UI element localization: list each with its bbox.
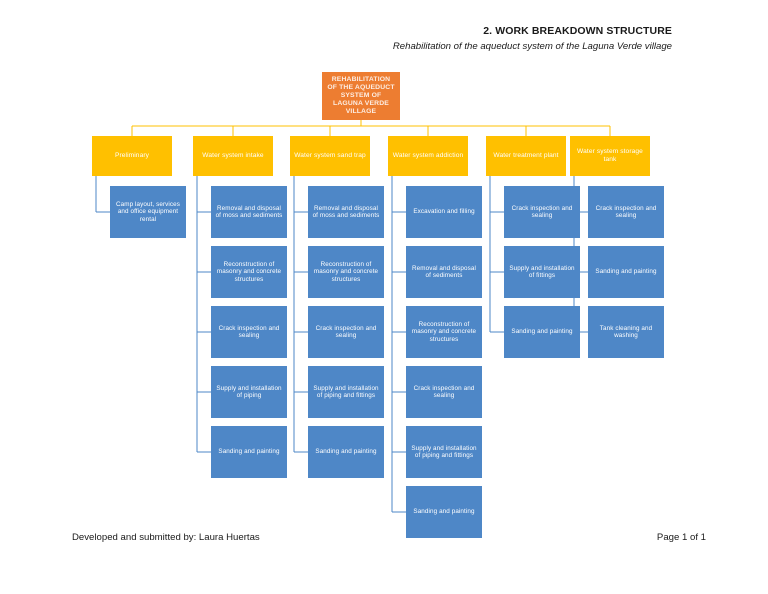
- wbs-level2-node-water-system-storage-tank-crack-inspection-and-sealing-label: Crack inspection and sealing: [595, 204, 657, 219]
- wbs-level1-node-water-system-sand-trap-label: Water system sand trap: [294, 152, 366, 160]
- wbs-level1-node-water-treatment-plant[interactable]: Water treatment plant: [486, 136, 566, 176]
- wbs-level2-node-preliminary-camp-layout-services-and-office-equipment--label: Camp layout, services and office equipme…: [115, 200, 181, 223]
- wbs-level2-node-water-system-addiction-reconstruction-of-masonry-and-concrete-str[interactable]: Reconstruction of masonry and concrete s…: [406, 306, 482, 358]
- wbs-level1-node-preliminary[interactable]: Preliminary: [92, 136, 172, 176]
- wbs-level2-node-water-system-sand-trap-sanding-and-painting[interactable]: Sanding and painting: [308, 426, 384, 478]
- wbs-level2-node-water-system-intake-supply-and-installation-of-piping-label: Supply and installation of piping: [216, 384, 282, 399]
- wbs-level2-node-water-system-addiction-excavation-and-filling[interactable]: Excavation and filling: [406, 186, 482, 238]
- wbs-level2-node-water-system-storage-tank-sanding-and-painting[interactable]: Sanding and painting: [588, 246, 664, 298]
- wbs-level2-node-water-system-intake-removal-and-disposal-of-moss-and-sediments[interactable]: Removal and disposal of moss and sedimen…: [211, 186, 287, 238]
- wbs-level2-node-water-system-addiction-reconstruction-of-masonry-and-concrete-str-label: Reconstruction of masonry and concrete s…: [411, 320, 477, 343]
- page-subtitle: Rehabilitation of the aqueduct system of…: [392, 41, 672, 52]
- wbs-level2-node-water-system-intake-sanding-and-painting-label: Sanding and painting: [218, 448, 280, 456]
- wbs-level2-node-water-system-intake-removal-and-disposal-of-moss-and-sediments-label: Removal and disposal of moss and sedimen…: [215, 204, 283, 219]
- wbs-level1-node-water-system-storage-tank-label: Water system storage tank: [577, 148, 643, 163]
- wbs-level2-node-water-system-addiction-sanding-and-painting[interactable]: Sanding and painting: [406, 486, 482, 538]
- wbs-level2-node-water-system-addiction-supply-and-installation-of-piping-and-fitt-label: Supply and installation of piping and fi…: [411, 444, 477, 459]
- wbs-level2-node-water-system-addiction-supply-and-installation-of-piping-and-fitt[interactable]: Supply and installation of piping and fi…: [406, 426, 482, 478]
- wbs-level2-node-water-system-sand-trap-supply-and-installation-of-piping-and-fitt[interactable]: Supply and installation of piping and fi…: [308, 366, 384, 418]
- wbs-level2-node-water-system-addiction-crack-inspection-and-sealing[interactable]: Crack inspection and sealing: [406, 366, 482, 418]
- wbs-level1-node-water-system-addiction[interactable]: Water system addiction: [388, 136, 468, 176]
- wbs-level2-node-water-system-addiction-sanding-and-painting-label: Sanding and painting: [413, 508, 475, 516]
- wbs-level2-node-water-treatment-plant-supply-and-installation-of-fittings-label: Supply and installation of fittings: [509, 264, 575, 279]
- wbs-level1-node-water-system-storage-tank[interactable]: Water system storage tank: [570, 136, 650, 176]
- wbs-level2-node-water-system-sand-trap-reconstruction-of-masonry-and-concrete-str-label: Reconstruction of masonry and concrete s…: [313, 260, 379, 283]
- wbs-root-node-label: REHABILITATION OF THE AQUEDUCT SYSTEM OF…: [327, 75, 395, 116]
- wbs-level2-node-water-system-sand-trap-supply-and-installation-of-piping-and-fitt-label: Supply and installation of piping and fi…: [313, 384, 379, 399]
- wbs-root-node[interactable]: REHABILITATION OF THE AQUEDUCT SYSTEM OF…: [322, 72, 400, 120]
- wbs-level2-node-water-system-storage-tank-tank-cleaning-and-washing-label: Tank cleaning and washing: [599, 324, 653, 339]
- wbs-level2-node-water-system-intake-crack-inspection-and-sealing[interactable]: Crack inspection and sealing: [211, 306, 287, 358]
- wbs-level2-node-water-treatment-plant-supply-and-installation-of-fittings[interactable]: Supply and installation of fittings: [504, 246, 580, 298]
- wbs-level2-node-water-system-intake-sanding-and-painting[interactable]: Sanding and painting: [211, 426, 287, 478]
- document-header: 2. WORK BREAKDOWN STRUCTURE Rehabilitati…: [0, 24, 672, 54]
- wbs-level2-node-water-system-sand-trap-sanding-and-painting-label: Sanding and painting: [315, 448, 377, 456]
- wbs-level2-node-water-system-intake-supply-and-installation-of-piping[interactable]: Supply and installation of piping: [211, 366, 287, 418]
- wbs-level1-node-water-system-addiction-label: Water system addiction: [392, 152, 464, 160]
- wbs-level2-node-water-system-storage-tank-tank-cleaning-and-washing[interactable]: Tank cleaning and washing: [588, 306, 664, 358]
- wbs-level2-node-water-system-addiction-removal-and-disposal-of-sediments[interactable]: Removal and disposal of sediments: [406, 246, 482, 298]
- wbs-level2-node-water-system-storage-tank-sanding-and-painting-label: Sanding and painting: [595, 268, 657, 276]
- wbs-level2-node-water-system-sand-trap-crack-inspection-and-sealing[interactable]: Crack inspection and sealing: [308, 306, 384, 358]
- footer-page-number: Page 1 of 1: [656, 532, 706, 543]
- wbs-level2-node-water-system-intake-reconstruction-of-masonry-and-concrete-str-label: Reconstruction of masonry and concrete s…: [216, 260, 282, 283]
- wbs-level2-node-water-system-sand-trap-removal-and-disposal-of-moss-and-sediments[interactable]: Removal and disposal of moss and sedimen…: [308, 186, 384, 238]
- wbs-level1-node-water-system-intake-label: Water system intake: [202, 152, 264, 160]
- wbs-level2-node-preliminary-camp-layout-services-and-office-equipment-[interactable]: Camp layout, services and office equipme…: [110, 186, 186, 238]
- wbs-level2-node-water-system-addiction-crack-inspection-and-sealing-label: Crack inspection and sealing: [413, 384, 475, 399]
- wbs-level2-node-water-system-intake-reconstruction-of-masonry-and-concrete-str[interactable]: Reconstruction of masonry and concrete s…: [211, 246, 287, 298]
- wbs-level2-node-water-system-sand-trap-reconstruction-of-masonry-and-concrete-str[interactable]: Reconstruction of masonry and concrete s…: [308, 246, 384, 298]
- wbs-level2-node-water-treatment-plant-sanding-and-painting[interactable]: Sanding and painting: [504, 306, 580, 358]
- wbs-level1-node-water-system-sand-trap[interactable]: Water system sand trap: [290, 136, 370, 176]
- wbs-level2-node-water-system-addiction-excavation-and-filling-label: Excavation and filling: [413, 208, 475, 216]
- wbs-level2-node-water-treatment-plant-sanding-and-painting-label: Sanding and painting: [511, 328, 573, 336]
- page-title: 2. WORK BREAKDOWN STRUCTURE: [483, 25, 672, 37]
- wbs-level1-node-water-treatment-plant-label: Water treatment plant: [493, 152, 559, 160]
- wbs-level2-node-water-treatment-plant-crack-inspection-and-sealing-label: Crack inspection and sealing: [511, 204, 573, 219]
- wbs-level2-node-water-treatment-plant-crack-inspection-and-sealing[interactable]: Crack inspection and sealing: [504, 186, 580, 238]
- wbs-level2-node-water-system-sand-trap-crack-inspection-and-sealing-label: Crack inspection and sealing: [315, 324, 377, 339]
- document-footer: Developed and submitted by: Laura Huerta…: [72, 532, 706, 543]
- wbs-level1-node-preliminary-label: Preliminary: [114, 152, 150, 160]
- wbs-level2-node-water-system-intake-crack-inspection-and-sealing-label: Crack inspection and sealing: [218, 324, 280, 339]
- wbs-level2-node-water-system-addiction-removal-and-disposal-of-sediments-label: Removal and disposal of sediments: [412, 264, 476, 279]
- wbs-level2-node-water-system-storage-tank-crack-inspection-and-sealing[interactable]: Crack inspection and sealing: [588, 186, 664, 238]
- footer-author: Developed and submitted by: Laura Huerta…: [72, 532, 260, 543]
- wbs-level1-node-water-system-intake[interactable]: Water system intake: [193, 136, 273, 176]
- wbs-level2-node-water-system-sand-trap-removal-and-disposal-of-moss-and-sediments-label: Removal and disposal of moss and sedimen…: [312, 204, 380, 219]
